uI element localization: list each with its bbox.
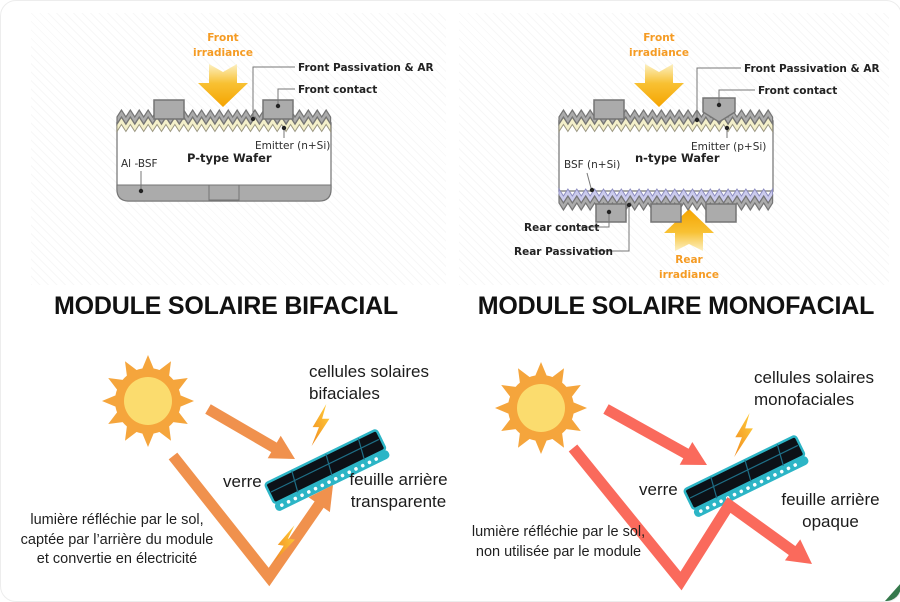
rear-passivation-label: Rear Passivation (514, 246, 613, 258)
illustration-monofacial: cellules solaires monofaciales verre feu… (451, 331, 900, 601)
reflected-light-arrow (168, 452, 328, 587)
backsheet-label: feuille arrière opaque (781, 490, 880, 532)
sun-icon (102, 355, 194, 447)
front-irradiance-label: Front irradiance (628, 32, 690, 59)
rear-tab (208, 184, 240, 201)
ground-light-caption: lumière réfléchie par le sol, captée par… (20, 512, 214, 568)
glass-label: verre (639, 480, 678, 499)
illustration-bifacial: cellules solaires bifaciales verre feuil… (1, 331, 451, 601)
lightning-bolt-icon (311, 404, 330, 446)
leader-lines (140, 66, 295, 189)
wafer-body (558, 120, 774, 192)
front-irradiance-arrow-icon (198, 64, 248, 107)
cells-label: cellules solaires bifaciales (309, 362, 429, 404)
front-contact-block (702, 97, 736, 123)
leader-dots (138, 103, 287, 194)
front-irradiance-arrow-icon (634, 64, 684, 107)
front-contact-label: Front contact (758, 85, 838, 97)
cells-label: cellules solaires monofaciales (754, 368, 874, 410)
backsheet-label: feuille arrière transparente (349, 470, 448, 512)
front-contact-block (153, 99, 185, 120)
sun-icon (495, 362, 587, 454)
wafer-label: P-type Wafer (187, 151, 272, 165)
glass-label: verre (223, 472, 262, 491)
al-bsf-label: Al -BSF (121, 158, 158, 170)
corner-leaf-decoration (885, 584, 900, 601)
direct-light-arrow (603, 404, 697, 463)
rear-contact-label: Rear contact (524, 222, 600, 234)
bsf-label: BSF (n+Si) (564, 159, 621, 171)
front-contact-label: Front contact (298, 84, 378, 96)
rear-contact-block (650, 203, 682, 223)
wafer-label: n-type Wafer (635, 151, 720, 165)
emitter-label: Emitter (p+Si) (691, 141, 767, 153)
leader-dots (589, 102, 730, 215)
reflected-light-arrow (568, 444, 805, 591)
rear-irradiance-arrow-icon (664, 209, 714, 251)
front-passivation-label: Front Passivation & AR (298, 62, 434, 74)
leader-lines (581, 67, 755, 252)
rear-contact-block (705, 203, 737, 223)
front-contact-block (593, 99, 625, 120)
ground-light-caption: lumière réfléchie par le sol, non utilis… (471, 524, 646, 560)
cell-cross-section-monofacial: Front irradiance Front Passivation & AR … (451, 1, 900, 291)
rear-contact-block (595, 203, 627, 223)
rear-passivation-layer (558, 193, 774, 212)
front-irradiance-label: Front irradiance (192, 32, 254, 59)
front-passivation-layer (116, 108, 332, 127)
direct-light-arrow (205, 404, 285, 457)
cell-cross-section-bifacial: Front irradiance Front Passivation & AR … (1, 1, 451, 291)
front-passivation-label: Front Passivation & AR (744, 63, 880, 75)
heading-bifacial: MODULE SOLAIRE BIFACIAL (53, 292, 398, 320)
lightning-bolt-icon (734, 413, 753, 457)
rear-irradiance-label: Rear irradiance (658, 254, 720, 281)
heading-monofacial: MODULE SOLAIRE MONOFACIAL (477, 292, 875, 320)
emitter-label: Emitter (n+Si) (255, 140, 331, 152)
